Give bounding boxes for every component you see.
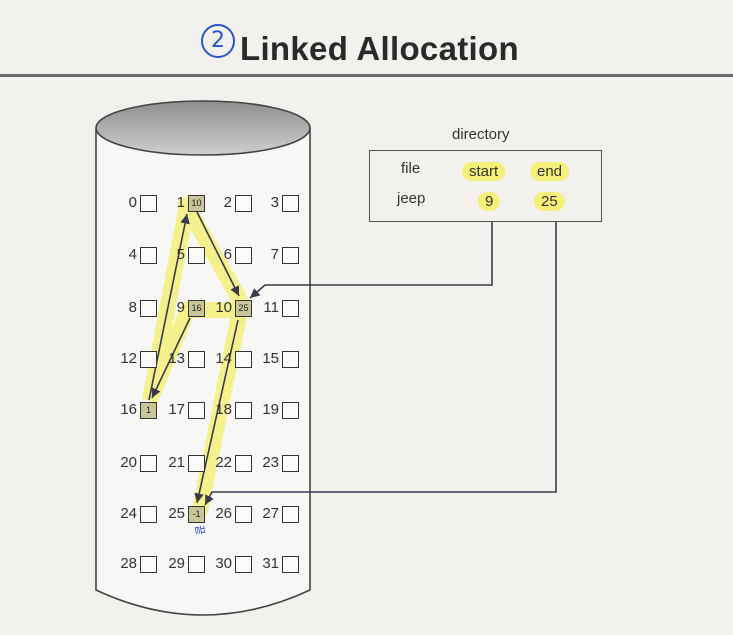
disk-block [282, 300, 299, 317]
block-number: 6 [202, 246, 232, 263]
disk-block [282, 247, 299, 264]
directory-header-start: start [462, 162, 505, 181]
disk-block [282, 195, 299, 212]
block-number: 17 [155, 401, 185, 418]
block-number: 11 [249, 299, 279, 316]
directory-end-value: 25 [534, 192, 565, 211]
directory-file-jeep: jeep [397, 190, 425, 207]
disk-block [282, 402, 299, 419]
block-number: 8 [107, 299, 137, 316]
directory-start-value: 9 [478, 192, 500, 211]
directory-header-file: file [401, 160, 420, 177]
block-number: 5 [155, 246, 185, 263]
disk-block [282, 556, 299, 573]
block-number: 18 [202, 401, 232, 418]
block-number: 7 [249, 246, 279, 263]
block-number: 15 [249, 350, 279, 367]
block-number: 28 [107, 555, 137, 572]
block-number: 24 [107, 505, 137, 522]
directory-caption: directory [452, 126, 510, 143]
disk-block [282, 455, 299, 472]
block-number: 23 [249, 454, 279, 471]
block-number: 9 [155, 299, 185, 316]
block-number: 3 [249, 194, 279, 211]
block-number: 13 [155, 350, 185, 367]
disk-cylinder-top [96, 101, 310, 155]
block-number: 25 [155, 505, 185, 522]
block-number: 12 [107, 350, 137, 367]
block-number: 20 [107, 454, 137, 471]
block-number: 31 [249, 555, 279, 572]
block-number: 1 [155, 194, 185, 211]
disk-block [282, 351, 299, 368]
block-number: 16 [107, 401, 137, 418]
directory-header-end: end [530, 162, 569, 181]
block-number: 19 [249, 401, 279, 418]
block-number: 30 [202, 555, 232, 572]
block-number: 4 [107, 246, 137, 263]
block-number: 10 [202, 299, 232, 316]
block-number: 22 [202, 454, 232, 471]
disk-block [282, 506, 299, 523]
block-number: 27 [249, 505, 279, 522]
block-number: 29 [155, 555, 185, 572]
block-number: 14 [202, 350, 232, 367]
block-number: 26 [202, 505, 232, 522]
block-number: 2 [202, 194, 232, 211]
block-number: 21 [155, 454, 185, 471]
block-number: 0 [107, 194, 137, 211]
